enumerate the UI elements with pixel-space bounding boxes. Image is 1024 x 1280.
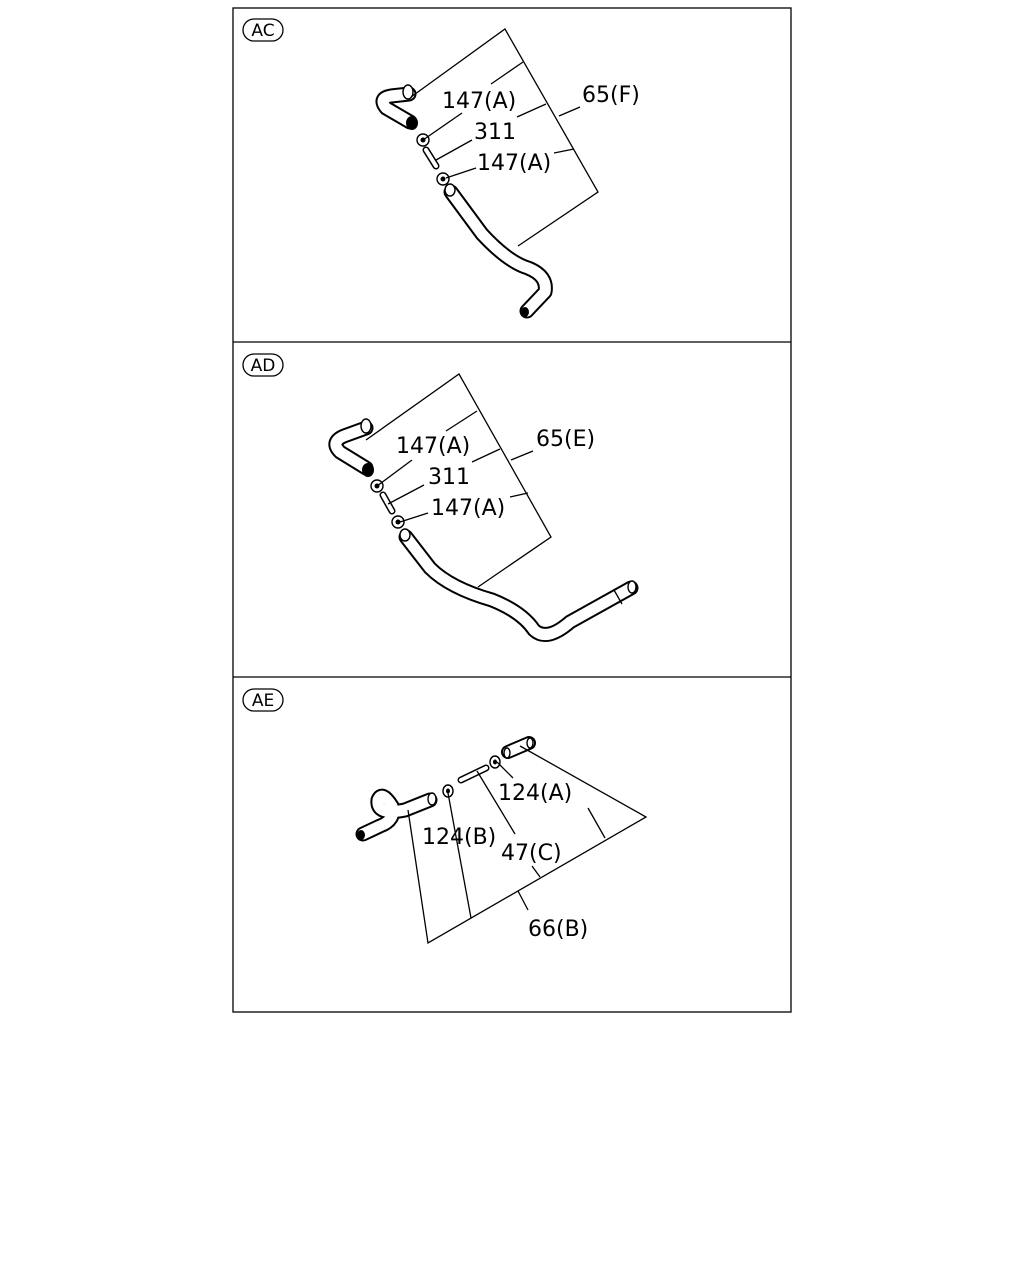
label-clamp-124a: 124(A) <box>498 781 572 806</box>
label-clamp-124b: 124(B) <box>422 825 496 850</box>
lower-hose-65e <box>398 528 639 642</box>
panel-ae: AE <box>242 688 648 945</box>
clamp-147a-bottom <box>391 515 405 529</box>
label-joint-311: 311 <box>428 465 470 490</box>
label-clamp-147a-bottom: 147(A) <box>431 496 505 521</box>
panel-ad: AD <box>242 353 639 642</box>
curved-hose <box>355 788 438 842</box>
panel-tag-ac: AC <box>242 18 284 42</box>
panel-tag-ae: AE <box>242 688 284 712</box>
label-joint-47c: 47(C) <box>501 841 562 866</box>
leader-lines-ae <box>407 745 648 945</box>
leader-lines-ac <box>410 28 599 247</box>
panel-tag-label: AE <box>252 691 274 711</box>
clamp-124a <box>489 755 501 769</box>
joint-47c <box>457 764 490 784</box>
panel-tag-label: AC <box>251 21 274 41</box>
label-hose-65f: 65(F) <box>582 83 640 108</box>
lower-hose-65f <box>443 183 553 319</box>
clamp-147a-bottom <box>436 172 450 186</box>
label-hose-66b: 66(B) <box>528 917 588 942</box>
label-hose-65e: 65(E) <box>536 427 595 452</box>
upper-hose-elbow <box>375 84 418 130</box>
panel-tag-ad: AD <box>242 353 284 377</box>
short-hose <box>501 736 536 759</box>
diagram-frame <box>232 7 792 1013</box>
panel-tag-label: AD <box>251 356 276 376</box>
label-clamp-147a-top: 147(A) <box>396 434 470 459</box>
joint-311 <box>422 146 440 170</box>
label-clamp-147a-top: 147(A) <box>442 89 516 114</box>
joint-311 <box>379 491 396 515</box>
clamp-124b <box>442 784 454 798</box>
panel-ac: AC <box>242 18 640 319</box>
label-joint-311: 311 <box>474 120 516 145</box>
upper-hose-elbow <box>328 418 374 477</box>
label-clamp-147a-bottom: 147(A) <box>477 151 551 176</box>
leader-lines-ad <box>365 373 552 588</box>
